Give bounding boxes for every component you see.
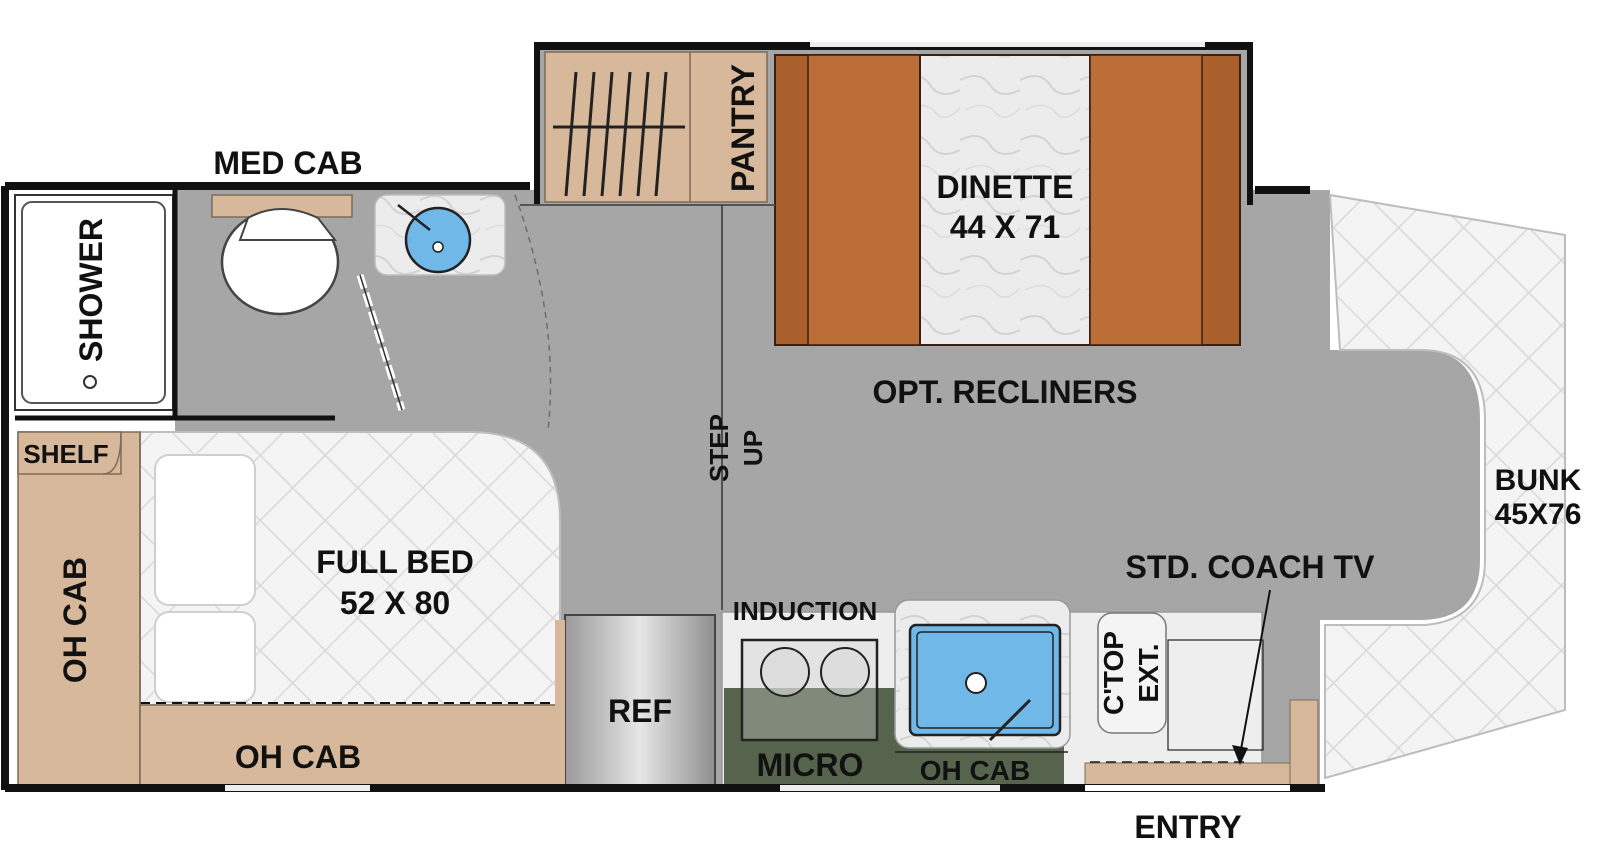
label-shelf: SHELF bbox=[23, 439, 108, 469]
shower-drain bbox=[83, 375, 97, 389]
label-bunk-size: 45X76 bbox=[1495, 498, 1582, 531]
label-ctop: C'TOP bbox=[1098, 631, 1129, 715]
ctop-ext bbox=[1097, 612, 1167, 734]
label-opt-recliners: OPT. RECLINERS bbox=[873, 374, 1138, 410]
pillow-bottom bbox=[154, 611, 256, 703]
label-ref: REF bbox=[608, 693, 672, 729]
label-oh-cab-bottom: OH CAB bbox=[235, 739, 361, 775]
label-oh-cab-kitchen: OH CAB bbox=[920, 755, 1030, 786]
label-dinette-size: 44 X 71 bbox=[950, 209, 1060, 245]
label-micro: MICRO bbox=[757, 747, 864, 783]
pantry-shelves bbox=[553, 71, 685, 197]
label-ext: EXT. bbox=[1133, 643, 1164, 702]
entry-cabinet bbox=[1084, 762, 1291, 786]
label-pantry: PANTRY bbox=[725, 64, 761, 192]
oh-cab-bottom bbox=[139, 704, 561, 788]
label-bunk: BUNK bbox=[1495, 464, 1582, 497]
burner-right bbox=[820, 647, 870, 697]
tv-arrow bbox=[1239, 589, 1271, 756]
bunk-mattress bbox=[1324, 193, 1566, 780]
refrigerator bbox=[564, 614, 716, 786]
label-oh-cab-left: OH CAB bbox=[57, 557, 93, 683]
label-step: STEP bbox=[704, 414, 734, 482]
label-full-bed: FULL BED bbox=[316, 544, 474, 580]
burner-left bbox=[760, 647, 810, 697]
label-std-coach-tv: STD. COACH TV bbox=[1126, 549, 1376, 585]
label-full-bed-size: 52 X 80 bbox=[340, 585, 450, 621]
label-entry: ENTRY bbox=[1134, 809, 1241, 845]
label-induction: INDUCTION bbox=[733, 596, 877, 626]
shelf bbox=[17, 431, 122, 475]
label-shower: SHOWER bbox=[73, 218, 109, 362]
pillow-top bbox=[154, 454, 256, 606]
label-med-cab: MED CAB bbox=[213, 145, 362, 181]
label-dinette: DINETTE bbox=[937, 169, 1074, 205]
label-up: UP bbox=[738, 430, 768, 466]
